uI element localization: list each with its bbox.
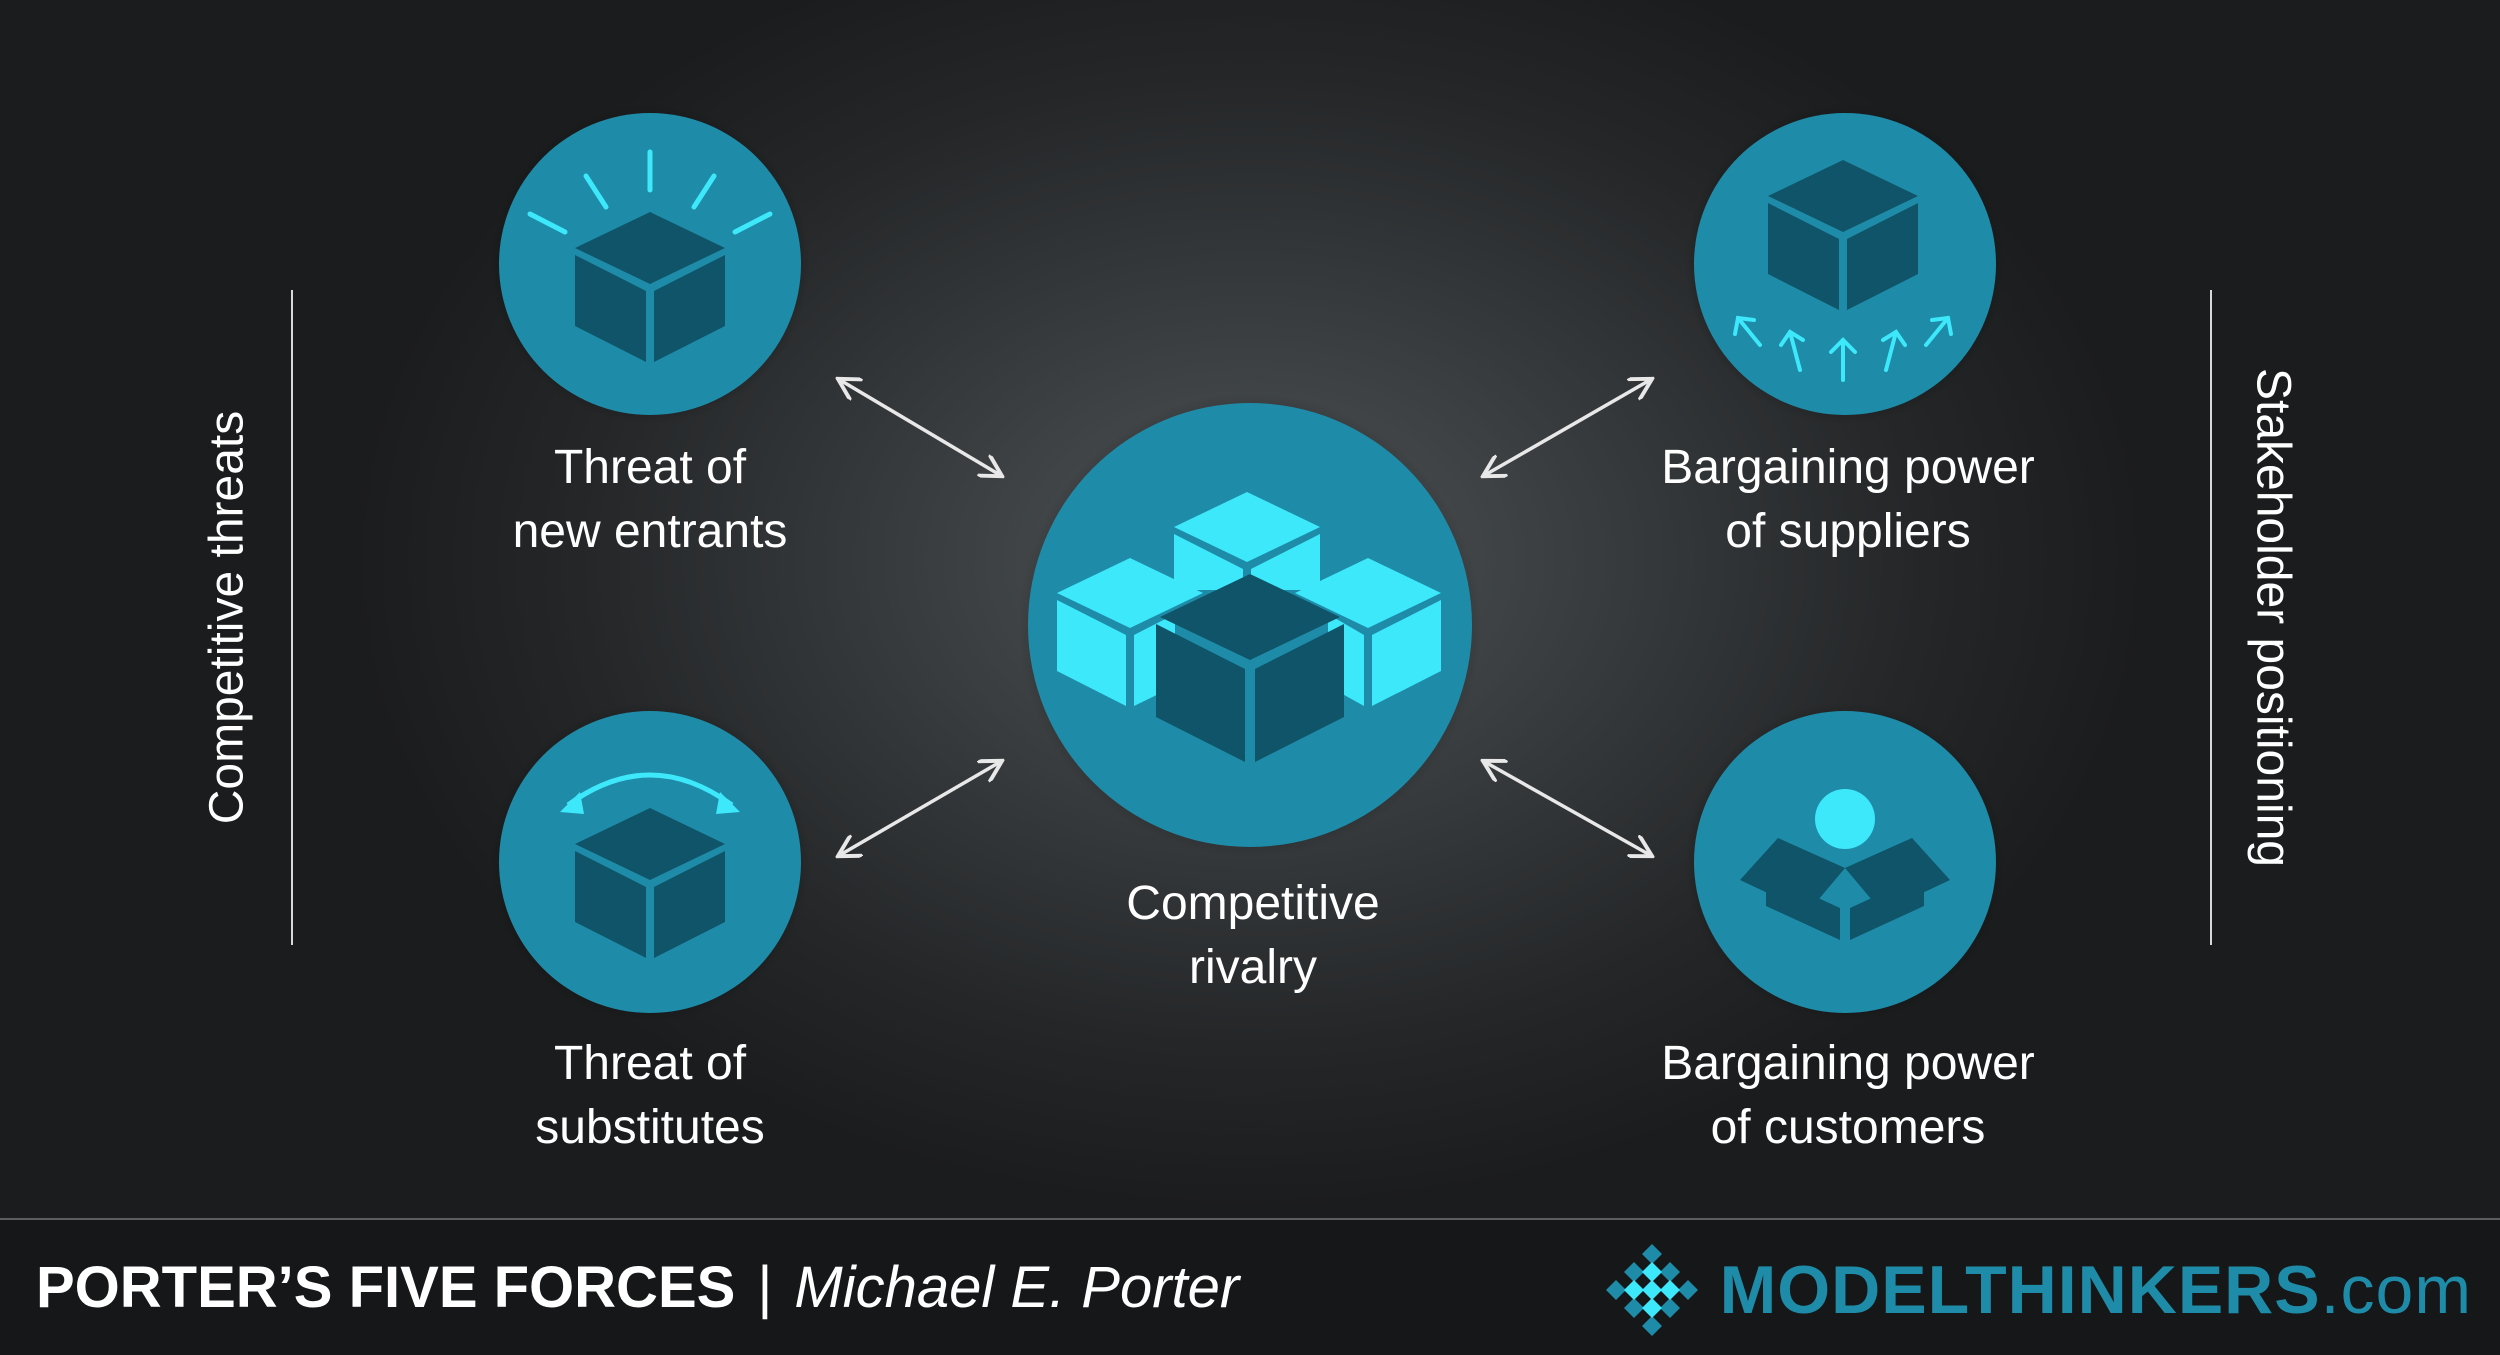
open-box-with-ball-icon [1740, 789, 1950, 940]
substitutes-label: Threat of substitutes [390, 1032, 910, 1160]
footer-title: PORTER’S FIVE FORCES | Michael E. Porter [36, 1256, 1239, 1320]
rivalry-label: Competitive rivalry [993, 872, 1513, 1000]
rivalry-node [1018, 393, 1482, 857]
suppliers-line1: Bargaining power [1661, 441, 2035, 494]
customers-node [1685, 702, 2005, 1022]
customers-line2: of customers [1710, 1101, 1986, 1154]
model-author: Michael E. Porter [794, 1255, 1240, 1320]
customers-label: Bargaining power of customers [1588, 1032, 2108, 1160]
new-entrants-label: Threat of new entrants [390, 436, 910, 564]
suppliers-node [1685, 104, 2005, 424]
brand-name: MODELTHINKERS [1719, 1252, 2321, 1328]
substitutes-line2: substitutes [535, 1101, 765, 1154]
diagram-stage: Threat of new entrants Threat of substit… [0, 0, 2500, 1218]
five-forces-diagram [291, 104, 2212, 1022]
stakeholder-positioning-label: Stakeholder positioning [2246, 367, 2300, 867]
new-entrants-node [490, 104, 810, 424]
cube-with-inward-arrows-icon [1733, 160, 1953, 382]
footer-bar: PORTER’S FIVE FORCES | Michael E. Porter [0, 1218, 2500, 1355]
arrow-customers-rivalry [1485, 762, 1650, 855]
model-title: PORTER’S FIVE FORCES [36, 1255, 736, 1320]
arrow-substitutes-rivalry [840, 762, 1000, 855]
substitutes-node [490, 702, 810, 1022]
rivalry-line1: Competitive [1126, 877, 1380, 930]
brand: MODELTHINKERS.com [1600, 1244, 2472, 1336]
brand-suffix: .com [2320, 1252, 2472, 1328]
substitutes-line1: Threat of [553, 1037, 747, 1090]
modelthinkers-logo-icon [1605, 1244, 1698, 1336]
arrow-entrants-rivalry [840, 380, 1000, 475]
title-separator: | [757, 1255, 773, 1320]
cube-with-rays-icon [527, 149, 773, 362]
brand-wordmark: MODELTHINKERS.com [1720, 1251, 2472, 1329]
new-entrants-line1: Threat of [553, 441, 747, 494]
suppliers-label: Bargaining power of suppliers [1588, 436, 2108, 564]
cube-cluster-icon [1057, 492, 1441, 762]
cube-with-swap-arc-icon [560, 772, 740, 958]
new-entrants-line2: new entrants [512, 505, 788, 558]
competitive-threats-label: Competitive threats [200, 410, 254, 825]
arrow-suppliers-rivalry [1485, 380, 1650, 475]
customers-line1: Bargaining power [1661, 1037, 2035, 1090]
suppliers-line2: of suppliers [1725, 505, 1971, 558]
rivalry-line2: rivalry [1189, 941, 1317, 994]
